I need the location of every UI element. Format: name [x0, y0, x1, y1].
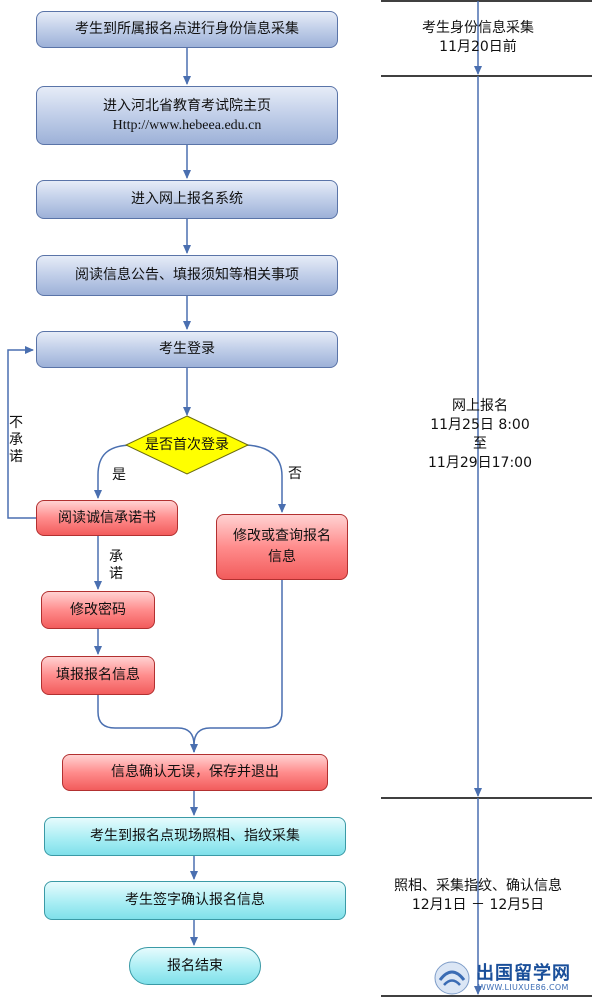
- step-fill-registration: 填报报名信息: [41, 656, 155, 695]
- no-label: 否: [288, 466, 302, 482]
- phase2-to: 至: [473, 436, 487, 452]
- step-modify-or-query: 修改或查询报名 信息: [216, 514, 348, 580]
- not-promise-label: 不 承 诺: [9, 415, 23, 465]
- step-sign-confirm: 考生签字确认报名信息: [44, 881, 346, 920]
- timeline-phase2: 网上报名 11月25日 8:00 至 11月29日17:00: [400, 397, 560, 473]
- arrow-fill-merge: [97, 695, 195, 752]
- arrow-decision-no: [245, 444, 286, 513]
- timeline-phase3: 照相、采集指纹、确认信息 12月1日 － 12月5日: [378, 877, 578, 915]
- phase3-title: 照相、采集指纹、确认信息: [394, 878, 562, 894]
- step-modify-password: 修改密码: [41, 591, 155, 629]
- step-photo-fingerprint: 考生到报名点现场照相、指纹采集: [44, 817, 346, 856]
- promise-label: 承 诺: [109, 549, 123, 582]
- watermark-logo-icon: [434, 961, 470, 995]
- step-enter-system: 进入网上报名系统: [36, 180, 338, 219]
- phase2-start: 11月25日 8:00: [430, 417, 530, 433]
- step-visit-homepage: 进入河北省教育考试院主页 Http://www.hebeea.edu.cn: [36, 86, 338, 145]
- phase1-date: 11月20日前: [439, 39, 517, 55]
- step-registration-end: 报名结束: [129, 947, 261, 985]
- arrow-modify-merge: [190, 580, 283, 753]
- phase2-end: 11月29日17:00: [428, 455, 532, 471]
- watermark-name: 出国留学网: [476, 963, 571, 984]
- arrow-decision-yes: [94, 444, 131, 499]
- step-read-notices: 阅读信息公告、填报须知等相关事项: [36, 255, 338, 296]
- watermark-url: WWW.LIUXUE86.COM: [478, 983, 569, 992]
- phase1-title: 考生身份信息采集: [422, 20, 534, 36]
- decision-first-login: 是否首次登录: [145, 437, 229, 453]
- decision-diamond: [124, 415, 250, 475]
- timeline-phase1: 考生身份信息采集 11月20日前: [388, 19, 568, 57]
- phase3-dates: 12月1日 － 12月5日: [411, 897, 545, 913]
- step-read-integrity-pledge: 阅读诚信承诺书: [36, 500, 178, 536]
- step-identity-collection: 考生到所属报名点进行身份信息采集: [36, 11, 338, 48]
- phase2-title: 网上报名: [452, 398, 508, 414]
- homepage-url: Http://www.hebeea.edu.cn: [112, 117, 262, 133]
- step-confirm-save-exit: 信息确认无误，保存并退出: [62, 754, 328, 791]
- yes-label: 是: [112, 467, 126, 483]
- arrow-not-promise-loop: [7, 346, 36, 519]
- step-candidate-login: 考生登录: [36, 331, 338, 368]
- homepage-title: 进入河北省教育考试院主页: [103, 97, 271, 114]
